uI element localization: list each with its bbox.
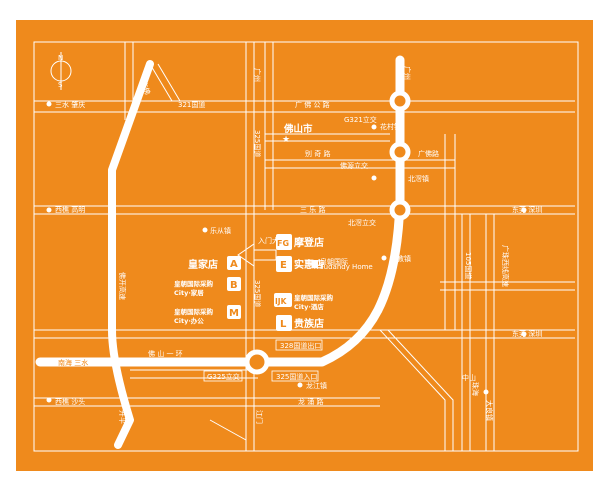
- label-huacun-town: 花村镇: [380, 122, 401, 131]
- location-dots: [46, 101, 527, 403]
- label-lecong-town: 乐从镇: [210, 226, 231, 235]
- label-lunjiao-town: 伦教镇: [390, 254, 411, 263]
- label-foshan-interchange: 佛源立交: [340, 161, 368, 170]
- store-a-badge: A: [230, 259, 238, 270]
- compass-icon: N S: [50, 52, 72, 90]
- road-network: [34, 42, 575, 451]
- store-a-name: 皇家店: [188, 258, 218, 271]
- label-jiangmen: 江门: [255, 410, 264, 424]
- compass-south: S: [58, 81, 63, 89]
- label-guangzhou-top: 广州: [253, 68, 262, 82]
- store-b-badge: B: [230, 280, 238, 291]
- label-daliang-town: 大良镇: [485, 400, 494, 421]
- label-guodao-325: 325国道: [253, 130, 262, 157]
- label-zhuhai: 珠海: [471, 382, 480, 396]
- label-bieyu-road: 别 奇 路: [305, 149, 330, 158]
- store-m-badge: M: [229, 308, 239, 319]
- fokai-highway: [108, 60, 154, 449]
- label-dongguan-shenzhen-2: 东莞 深圳: [512, 329, 542, 338]
- logo-line2: Fudandy Home: [320, 263, 373, 271]
- label-xiqiao-shatou: 西樵 沙头: [55, 397, 85, 406]
- label-kaiping: 开平: [118, 410, 126, 424]
- label-guodao-105: 105国道: [464, 252, 473, 279]
- label-exit-328: 328国道出口: [280, 341, 321, 350]
- label-g321-interchange: G321立交: [344, 115, 377, 124]
- label-sanle-road: 三 乐 路: [300, 205, 325, 214]
- label-xiqiao-gaoming: 西樵 高明: [55, 205, 85, 214]
- foshan-star-icon: ★: [282, 135, 290, 145]
- label-fokai-highway: 佛开高速: [118, 272, 127, 300]
- store-ijk-badge: IJK: [275, 297, 288, 306]
- store-fg-name: 摩登店: [294, 236, 324, 249]
- label-foshan-ring: 佛 山 一 环: [148, 349, 183, 358]
- label-guangfo-road: 广 佛 公 路: [295, 100, 330, 109]
- store-fg: FG 摩登店: [276, 234, 324, 250]
- label-sanshui-zhaoqing: 三水 肇庆: [55, 100, 85, 109]
- label-foshan-city: 佛山市: [283, 123, 313, 135]
- compass-north: N: [58, 54, 63, 62]
- store-a: A 皇家店: [188, 256, 241, 271]
- entrance-arrow-icon: [237, 243, 277, 267]
- label-beijiao-interchange: 北滘立交: [348, 218, 376, 227]
- road-labels: 三水 肇庆 广佛 广州 321国道 广州 广 佛 公 路 G321立交 花村镇 …: [55, 66, 542, 424]
- label-guodao-321: 321国道: [178, 100, 205, 109]
- label-boxes: [203, 339, 323, 382]
- interchange-circles: [244, 90, 411, 375]
- store-l-badge: L: [280, 319, 287, 330]
- logo-line1: 皇朝国际: [320, 257, 348, 266]
- store-e-badge: E: [280, 260, 287, 271]
- label-guangzhu-west-highway: 广珠西线高速: [501, 245, 510, 287]
- label-longjiang-town: 龙江镇: [306, 381, 327, 390]
- store-fg-badge: FG: [277, 239, 289, 248]
- label-g325-interchange: G325立交: [207, 372, 240, 381]
- label-beijiao-town: 北滘镇: [408, 174, 429, 183]
- label-entrance-325: 325国道入口: [276, 372, 317, 381]
- label-nanhai-sanshui: 南海 三水: [58, 358, 88, 367]
- label-guodao-325b: 325国道: [253, 280, 262, 307]
- brand-logo: 皇朝国际 Fudandy Home: [312, 257, 373, 271]
- store-l-name: 贵族店: [294, 317, 324, 330]
- label-guangzhou-east: 广州: [403, 66, 412, 80]
- store-l: L 贵族店: [276, 315, 324, 331]
- label-zhongshan: 中山: [462, 373, 476, 382]
- label-dongguan-shenzhen-1: 东莞 深圳: [512, 205, 542, 214]
- inner-frame: [33, 41, 579, 452]
- label-entrance: 入门大桥: [258, 236, 286, 245]
- foshan-ring-highway: [35, 55, 405, 367]
- label-longyong-road: 龙 涌 路: [298, 397, 323, 406]
- label-guangfo-road2: 广佛路: [418, 149, 439, 158]
